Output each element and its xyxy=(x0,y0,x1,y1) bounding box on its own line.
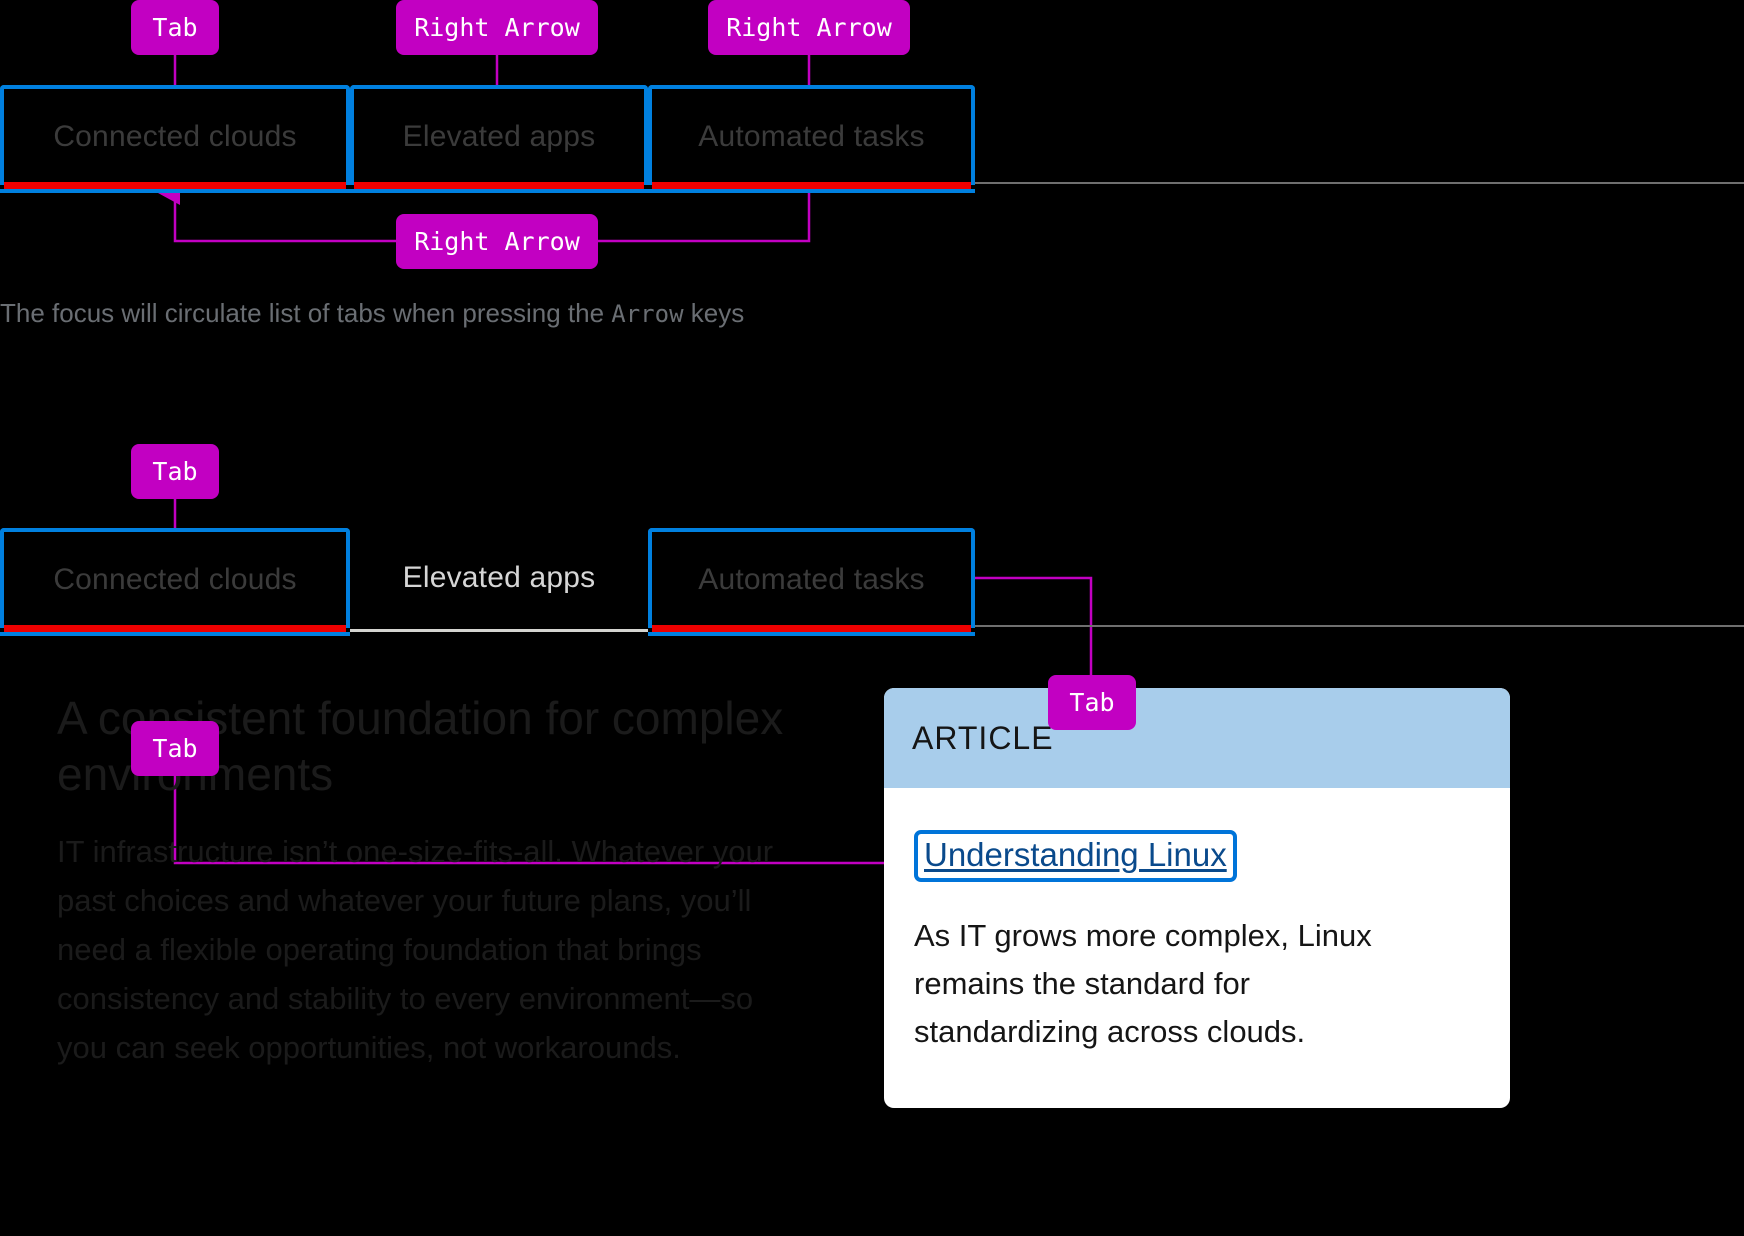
article-card-text: As IT grows more complex, Linux remains … xyxy=(914,918,1372,1050)
section2-tabs: Connected clouds Elevated apps Automated… xyxy=(0,528,975,636)
key-badge-tab-s2-tabs[interactable]: Tab xyxy=(131,444,219,499)
panel-paragraph: IT infrastructure isn’t one-size-fits-al… xyxy=(57,834,774,1065)
section2-tab-label-2: Automated tasks xyxy=(698,563,925,596)
article-link-understanding-linux[interactable]: Understanding Linux xyxy=(914,830,1237,882)
section1-tab-rule xyxy=(975,182,1744,184)
caption-code-arrow: Arrow xyxy=(611,300,684,328)
caption-text-before: The focus will circulate list of tabs wh… xyxy=(0,298,612,328)
section1-caption: The focus will circulate list of tabs wh… xyxy=(0,298,744,329)
section1-tab-label-1: Elevated apps xyxy=(402,120,596,153)
key-badge-right-arrow-s1-b[interactable]: Right Arrow xyxy=(708,0,910,55)
section2-connector-tab3-to-card xyxy=(975,576,1093,676)
article-card-header: ARTICLE xyxy=(884,688,1510,788)
section1-tab-automated-tasks[interactable]: Automated tasks xyxy=(648,85,975,193)
section2-tab-connected-clouds[interactable]: Connected clouds xyxy=(0,528,350,636)
key-badge-tab-s2-card[interactable]: Tab xyxy=(1048,675,1136,730)
key-badge-tab-s1[interactable]: Tab xyxy=(131,0,219,55)
section2-tab-label-0: Connected clouds xyxy=(53,563,297,596)
section1-tab-elevated-apps[interactable]: Elevated apps xyxy=(350,85,648,193)
key-badge-tab-s2-panel[interactable]: Tab xyxy=(131,721,219,776)
section1-tabs: Connected clouds Elevated apps Automated… xyxy=(0,85,975,193)
section2-tab-elevated-apps[interactable]: Elevated apps xyxy=(350,528,648,632)
section2-tab-rule xyxy=(975,625,1744,627)
section1-tab-label-2: Automated tasks xyxy=(698,120,925,153)
section2-tab-automated-tasks[interactable]: Automated tasks xyxy=(648,528,975,636)
section1-tab-label-0: Connected clouds xyxy=(53,120,297,153)
section2-tab-label-1: Elevated apps xyxy=(402,561,596,594)
section1-tab-connected-clouds[interactable]: Connected clouds xyxy=(0,85,350,193)
key-badge-right-arrow-s1-a[interactable]: Right Arrow xyxy=(396,0,598,55)
article-kicker: ARTICLE xyxy=(912,719,1054,756)
article-card-body: Understanding Linux As IT grows more com… xyxy=(884,788,1510,1086)
key-badge-right-arrow-s1-wrap[interactable]: Right Arrow xyxy=(396,214,598,269)
article-card: ARTICLE Understanding Linux As IT grows … xyxy=(884,688,1510,1108)
caption-text-after: keys xyxy=(683,298,745,328)
